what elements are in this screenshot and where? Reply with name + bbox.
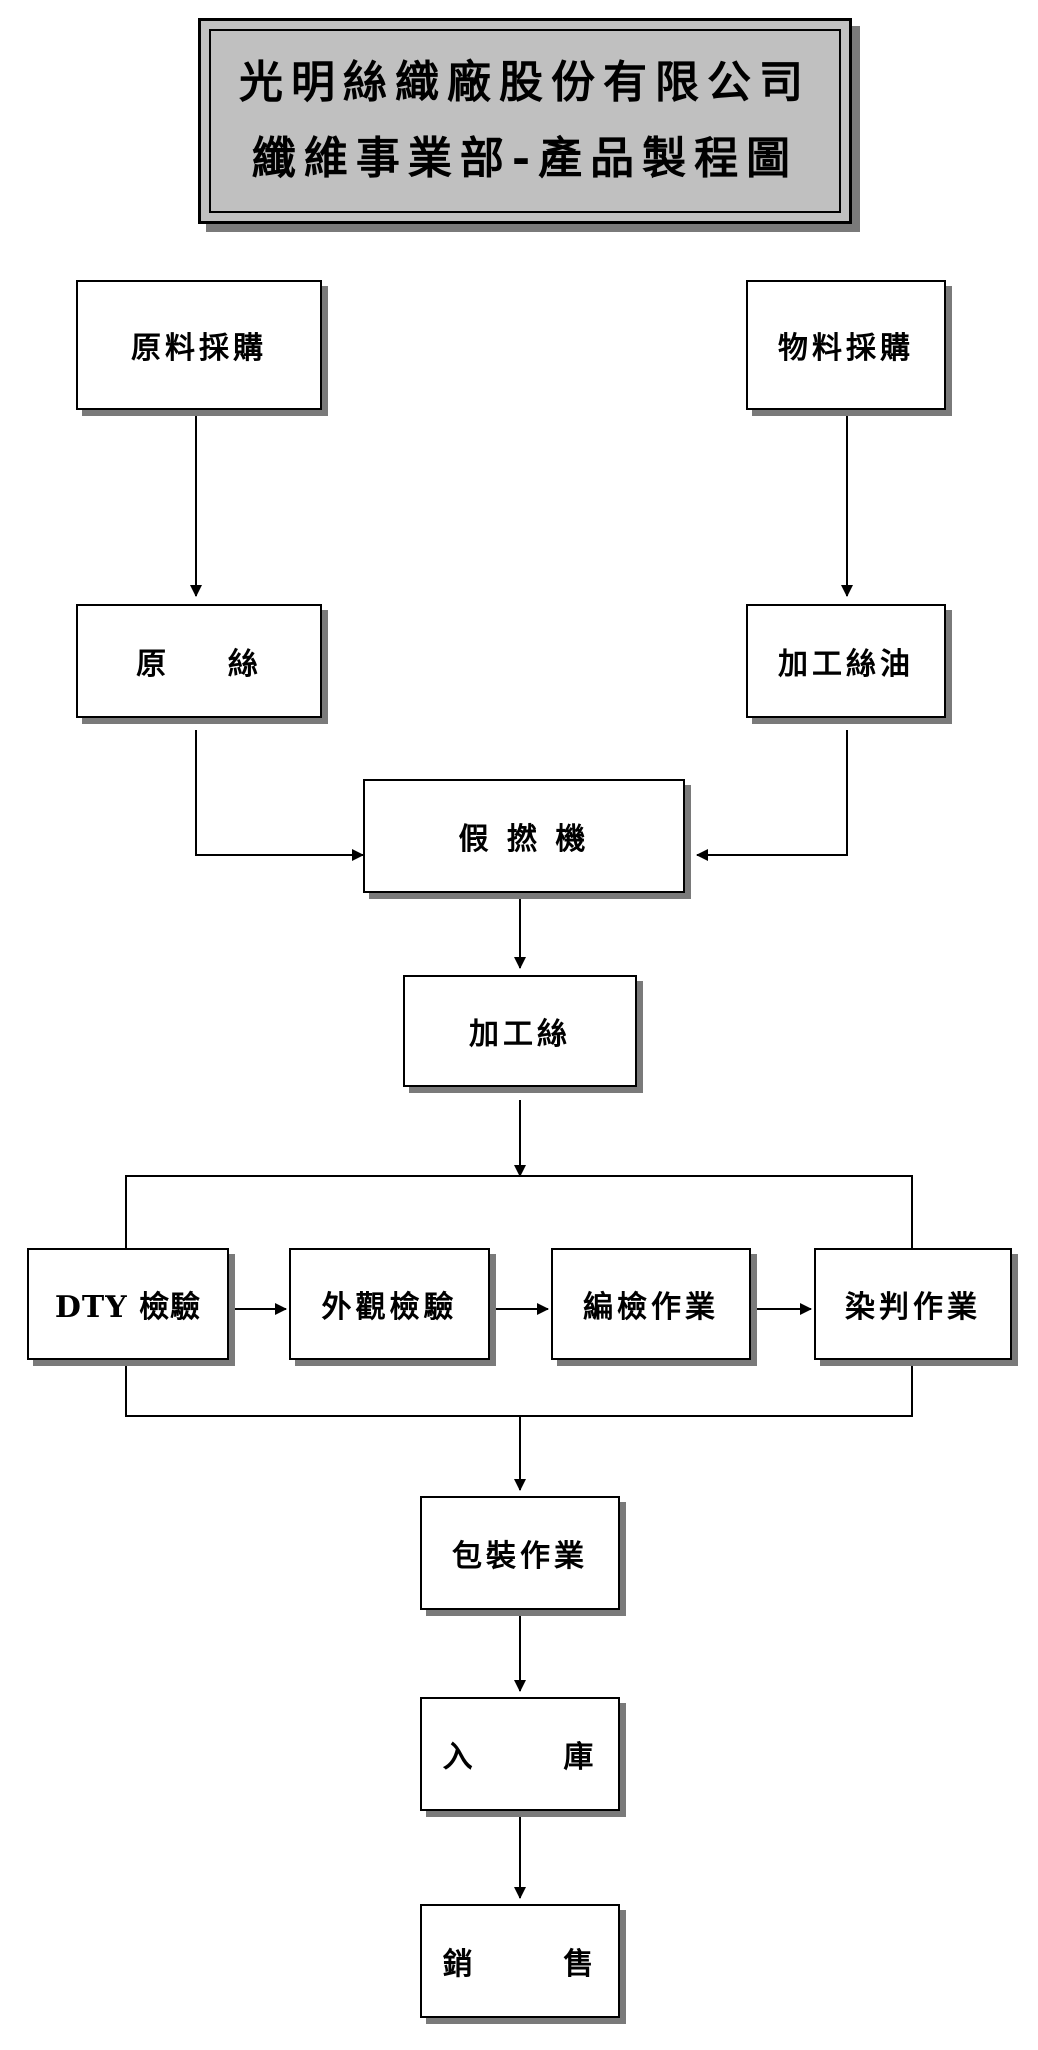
node-false-twist-machine: 假 撚 機 [363, 779, 685, 893]
node-material-purchase: 物料採購 [746, 280, 946, 410]
inspection-group-bottom-bracket [125, 1361, 913, 1417]
node-knit-inspection: 編檢作業 [551, 1248, 751, 1360]
inspection-group-top-bracket [125, 1175, 913, 1248]
node-textured-yarn: 加工絲 [403, 975, 637, 1087]
node-raw-material-purchase: 原料採購 [76, 280, 322, 410]
node-dty-inspection: DTY 檢驗 [27, 1248, 229, 1360]
node-dye-judgement: 染判作業 [814, 1248, 1012, 1360]
chart-title: 纖維事業部-產品製程圖 [251, 133, 799, 184]
node-appearance-inspection: 外觀檢驗 [289, 1248, 490, 1360]
node-raw-yarn: 原 絲 [76, 604, 322, 718]
node-packaging: 包裝作業 [420, 1496, 620, 1610]
node-warehousing: 入 庫 [420, 1697, 620, 1811]
node-processing-oil: 加工絲油 [746, 604, 946, 718]
arrow-raw-yarn-to-machine [195, 730, 364, 861]
arrow-oil-to-machine [696, 730, 848, 861]
node-sales: 銷 售 [420, 1904, 620, 2018]
company-name: 光明絲織廠股份有限公司 [239, 57, 811, 108]
